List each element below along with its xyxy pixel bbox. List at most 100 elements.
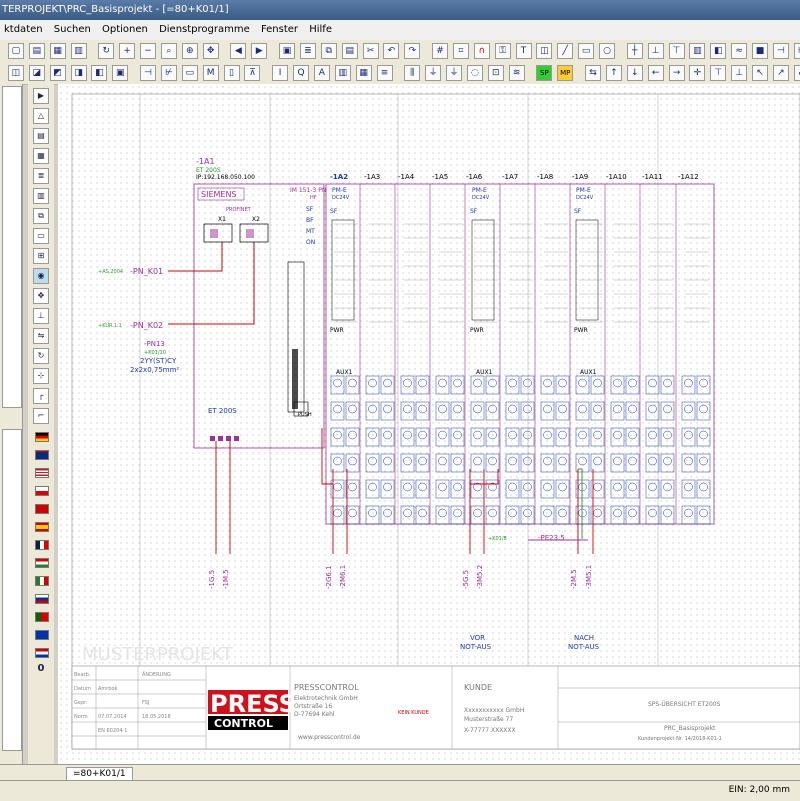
block-icon[interactable]: ▥ bbox=[33, 188, 49, 204]
zoom-all-icon[interactable]: ⊕ bbox=[181, 43, 198, 59]
symbol-4-icon[interactable]: ◨ bbox=[70, 65, 87, 81]
tree-icon[interactable]: ⊞ bbox=[33, 248, 49, 264]
device-icon[interactable]: ◧ bbox=[710, 43, 727, 59]
flag-pt-icon[interactable] bbox=[35, 612, 49, 622]
menu-suchen[interactable]: Suchen bbox=[53, 24, 91, 35]
arrow-up-icon[interactable]: ↑ bbox=[605, 65, 622, 81]
page-icon[interactable]: ▣ bbox=[279, 43, 295, 59]
mp-button[interactable]: MP bbox=[557, 65, 574, 81]
coil-icon[interactable]: ▭ bbox=[181, 65, 198, 81]
zoom-out-icon[interactable]: − bbox=[140, 43, 156, 59]
terminal-strip-icon[interactable]: ⫼ bbox=[404, 65, 421, 81]
line-icon[interactable]: ╱ bbox=[557, 43, 574, 59]
open-icon[interactable]: ▤ bbox=[28, 43, 45, 59]
drawing-canvas[interactable]: -1A1 ET 200S IP:192.168.050.100 SIEMENS … bbox=[58, 84, 800, 764]
interrupt-icon[interactable]: ⊢ bbox=[793, 43, 800, 59]
arrow-t-icon[interactable]: ⊤ bbox=[710, 65, 727, 81]
symbol-6-icon[interactable]: ▣ bbox=[112, 65, 129, 81]
black-box-icon[interactable]: ■ bbox=[752, 43, 768, 59]
symbol-2-icon[interactable]: ◪ bbox=[28, 65, 45, 81]
bend-icon[interactable]: ⌐ bbox=[33, 408, 49, 424]
zoom-window-icon[interactable]: ⌕ bbox=[160, 43, 177, 59]
folder-icon[interactable]: ▭ bbox=[33, 228, 49, 244]
arrow-right2-icon[interactable]: → bbox=[668, 65, 685, 81]
terminal-icon[interactable]: ⊤ bbox=[668, 43, 685, 59]
flag-fr-icon[interactable] bbox=[35, 540, 49, 550]
contact-no-icon[interactable]: ⊣ bbox=[140, 65, 156, 81]
symbol-icon[interactable]: ◫ bbox=[536, 43, 553, 59]
symbol-3-icon[interactable]: ◩ bbox=[49, 65, 66, 81]
menu-optionen[interactable]: Optionen bbox=[102, 24, 148, 35]
text-icon[interactable]: T bbox=[515, 43, 532, 59]
ground-icon[interactable]: ⏚ bbox=[446, 65, 462, 81]
cart-icon[interactable]: ⊡ bbox=[487, 65, 504, 81]
print-icon[interactable]: ▥ bbox=[70, 43, 87, 59]
mirror-icon[interactable]: ⇋ bbox=[33, 328, 49, 344]
triangle-icon[interactable]: △ bbox=[33, 108, 49, 124]
flag-de-icon[interactable] bbox=[35, 432, 49, 442]
flag-ru-icon[interactable] bbox=[35, 594, 49, 604]
arrow-pair-icon[interactable]: ⇆ bbox=[585, 65, 601, 81]
circle-icon[interactable]: ○ bbox=[599, 43, 615, 59]
motor-icon[interactable]: M bbox=[202, 65, 219, 81]
magnet-icon[interactable]: ∩ bbox=[473, 43, 490, 59]
potential-icon[interactable]: ⊣ bbox=[772, 43, 789, 59]
insert-icon[interactable]: ▶ bbox=[33, 88, 49, 104]
cable-def-icon[interactable]: ≋ bbox=[508, 65, 525, 81]
page-list-icon[interactable]: ≣ bbox=[299, 43, 316, 59]
rotate-icon[interactable]: ↻ bbox=[33, 348, 49, 364]
shield-icon[interactable]: ◌ bbox=[466, 65, 483, 81]
plc-ai-icon[interactable]: A bbox=[313, 65, 330, 81]
plug-icon[interactable]: ⏚ bbox=[425, 65, 442, 81]
measure-icon[interactable]: ⊹ bbox=[33, 368, 49, 384]
undo-icon[interactable]: ↶ bbox=[383, 43, 400, 59]
connector-icon[interactable]: ⊥ bbox=[647, 43, 664, 59]
flag-nl-icon[interactable] bbox=[35, 648, 49, 658]
plc-do-icon[interactable]: Q bbox=[293, 65, 309, 81]
paste-icon[interactable]: ▤ bbox=[341, 43, 358, 59]
fuse-icon[interactable]: ▯ bbox=[223, 65, 240, 81]
cut-icon[interactable]: ✂ bbox=[362, 43, 379, 59]
properties-icon[interactable]: ▦ bbox=[33, 148, 49, 164]
flag-cz-icon[interactable] bbox=[35, 486, 49, 496]
save-icon[interactable]: ▦ bbox=[49, 43, 66, 59]
redo-icon[interactable]: ↷ bbox=[404, 43, 421, 59]
snap-icon[interactable]: ⌗ bbox=[452, 43, 469, 59]
menu-fenster[interactable]: Fenster bbox=[260, 24, 299, 35]
multi-icon[interactable]: ⧉ bbox=[33, 208, 49, 224]
menu-hilfe[interactable]: Hilfe bbox=[309, 24, 332, 35]
graphical-preview[interactable] bbox=[2, 429, 22, 751]
flag-is-icon[interactable] bbox=[35, 630, 49, 640]
breaker-icon[interactable]: ⊼ bbox=[244, 65, 261, 81]
flag-it-icon[interactable] bbox=[35, 576, 49, 586]
arrow-left-icon[interactable]: ◀ bbox=[230, 43, 247, 59]
corner-icon[interactable]: ┌ bbox=[33, 388, 49, 404]
align-icon[interactable]: ⊥ bbox=[33, 308, 49, 324]
doc-icon[interactable]: ▤ bbox=[33, 128, 49, 144]
flag-gb-icon[interactable] bbox=[35, 450, 49, 460]
plc-bus-icon[interactable]: ≡ bbox=[376, 65, 393, 81]
cable-icon[interactable]: ≈ bbox=[731, 43, 748, 59]
plc-card-icon[interactable]: ▥ bbox=[334, 65, 351, 81]
symbol-5-icon[interactable]: ◧ bbox=[91, 65, 108, 81]
move-icon[interactable]: ✥ bbox=[33, 288, 49, 304]
zoom-in-icon[interactable]: + bbox=[119, 43, 136, 59]
lock-icon[interactable]: ⚿ bbox=[494, 43, 511, 59]
arrow-left2-icon[interactable]: ← bbox=[647, 65, 664, 81]
flag-hu-icon[interactable] bbox=[35, 558, 49, 568]
arrow-ul-icon[interactable]: ↖ bbox=[752, 65, 768, 81]
flag-dk-icon[interactable] bbox=[35, 504, 49, 514]
menu-projektdaten[interactable]: ktdaten bbox=[4, 24, 43, 35]
contact-nc-icon[interactable]: ⊬ bbox=[160, 65, 177, 81]
grid-icon[interactable]: # bbox=[432, 43, 448, 59]
select-icon[interactable]: ◉ bbox=[33, 268, 49, 284]
symbol-1-icon[interactable]: ◫ bbox=[7, 65, 24, 81]
plc-box-icon[interactable]: ▦ bbox=[355, 65, 372, 81]
copy-icon[interactable]: ⧉ bbox=[320, 43, 337, 59]
zero-button[interactable]: 0 bbox=[37, 663, 45, 674]
arrow-cross-icon[interactable]: ✛ bbox=[689, 65, 706, 81]
page-navigator[interactable] bbox=[2, 86, 22, 408]
new-icon[interactable]: ▢ bbox=[7, 43, 24, 59]
arrow-bt-icon[interactable]: ⊥ bbox=[731, 65, 748, 81]
arrow-dl-icon[interactable]: ↙ bbox=[793, 65, 800, 81]
